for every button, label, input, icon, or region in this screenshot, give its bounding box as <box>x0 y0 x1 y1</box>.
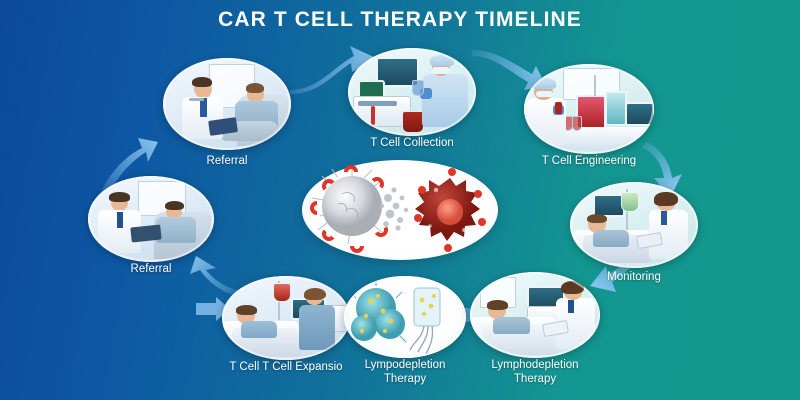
photo-bioreactor-lab <box>524 64 654 154</box>
photo-bedside-ultrasound <box>470 272 600 358</box>
stage-label-lympodepletion: Lympodepletion Therapy <box>364 359 446 386</box>
photo-doctor-patient-consult <box>163 58 291 150</box>
stage-label-t-cell-engineering: T Cell Engineering <box>541 155 637 167</box>
stage-node-lympodepletion[interactable]: Lympodepletion Therapy <box>344 276 466 385</box>
stage-label-monitoring: Monitoring <box>607 271 661 283</box>
stage-node-monitoring[interactable]: Monitoring <box>570 182 698 283</box>
stage-label-t-cell-collection: T Cell Collection <box>370 137 454 149</box>
stage-label-referral-top: Referral <box>206 155 248 167</box>
car-receptors <box>310 165 388 253</box>
photo-cell-cluster-ivbag <box>344 276 466 358</box>
stage-label-t-cell-expansion: T Cell T Cell Expansio <box>229 361 343 373</box>
arrow-expansion-inflow <box>196 297 230 321</box>
car-t-cell <box>322 176 382 236</box>
tumor-cell <box>414 168 486 252</box>
stage-node-t-cell-collection[interactable]: T Cell Collection <box>348 48 476 149</box>
arrow-expansion-to-referral <box>190 256 238 296</box>
photo-infusion-bedside <box>222 276 350 360</box>
photo-doctor-tablet-consult <box>88 176 214 262</box>
stage-node-t-cell-engineering[interactable]: T Cell Engineering <box>524 64 654 167</box>
photo-apheresis-lab <box>348 48 476 136</box>
stage-node-lymphodepletion[interactable]: Lymphodepletion Therapy <box>470 272 600 385</box>
stage-label-lymphodepletion: Lymphodepletion Therapy <box>491 359 579 386</box>
stage-node-referral-left[interactable]: Referral <box>88 176 214 275</box>
stage-node-t-cell-expansion[interactable]: T Cell T Cell Expansio <box>222 276 350 373</box>
stage-node-referral-top[interactable]: Referral <box>163 58 291 167</box>
page-title: CAR T CELL THERAPY TIMELINE <box>218 8 582 31</box>
cytokine-granules <box>379 187 409 231</box>
center-illustration-car-t-attacking-tumor-cell <box>302 160 498 260</box>
stage-label-referral-left: Referral <box>130 263 172 275</box>
photo-bedside-monitoring <box>570 182 698 268</box>
